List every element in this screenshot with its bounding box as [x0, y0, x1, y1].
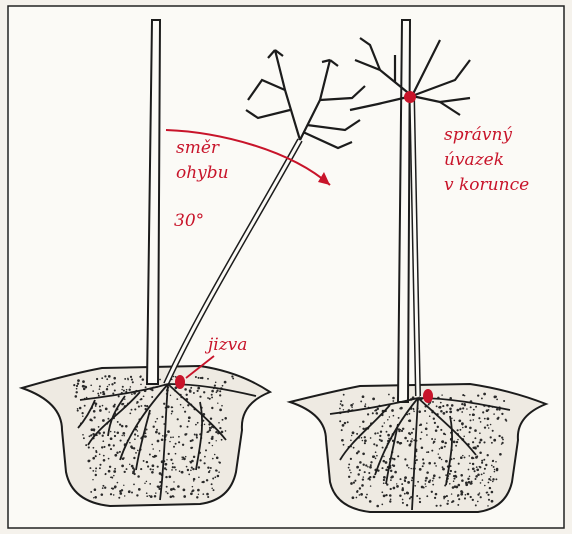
right-tie-mark: [404, 91, 416, 103]
right-scar-mark: [423, 389, 433, 403]
correct-knot-label-1: správný: [444, 125, 512, 145]
angle-label: 30°: [174, 211, 204, 231]
scar-label: jizva: [204, 335, 247, 355]
correct-knot-label-2: úvazek: [444, 150, 504, 170]
left-scar-mark: [175, 375, 185, 389]
bend-direction-label-1: směr: [176, 138, 220, 158]
bend-direction-label-2: ohybu: [176, 163, 229, 183]
correct-knot-label-3: v korunce: [444, 175, 529, 195]
